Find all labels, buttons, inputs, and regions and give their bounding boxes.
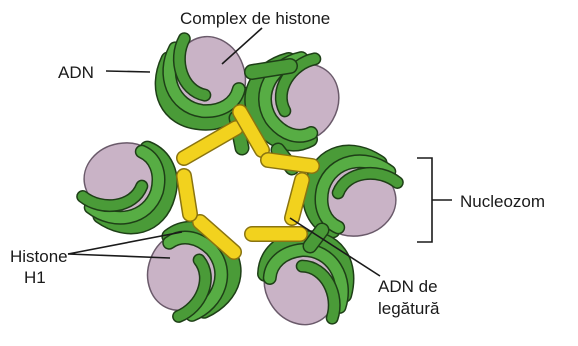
nucleosome-bracket	[417, 158, 432, 242]
label-histone-h1-line1: Histone	[10, 247, 68, 266]
h1-rod	[184, 128, 236, 158]
dna-free-end	[252, 66, 290, 72]
leader-dna	[106, 71, 150, 72]
h1-rod	[184, 176, 190, 214]
label-nucleosome: Nucleozom	[460, 192, 545, 211]
nucleosome-6	[75, 136, 177, 235]
h1-rod	[268, 160, 312, 166]
label-dna: ADN	[58, 63, 94, 82]
label-linker-dna-line1: ADN de	[378, 277, 438, 296]
label-histone-h1-line2: H1	[24, 268, 46, 287]
h1-rod	[292, 180, 302, 218]
label-linker-dna-line2: legătură	[378, 299, 440, 318]
nucleosome-5	[135, 217, 245, 329]
label-histone-complex: Complex de histone	[180, 9, 330, 28]
